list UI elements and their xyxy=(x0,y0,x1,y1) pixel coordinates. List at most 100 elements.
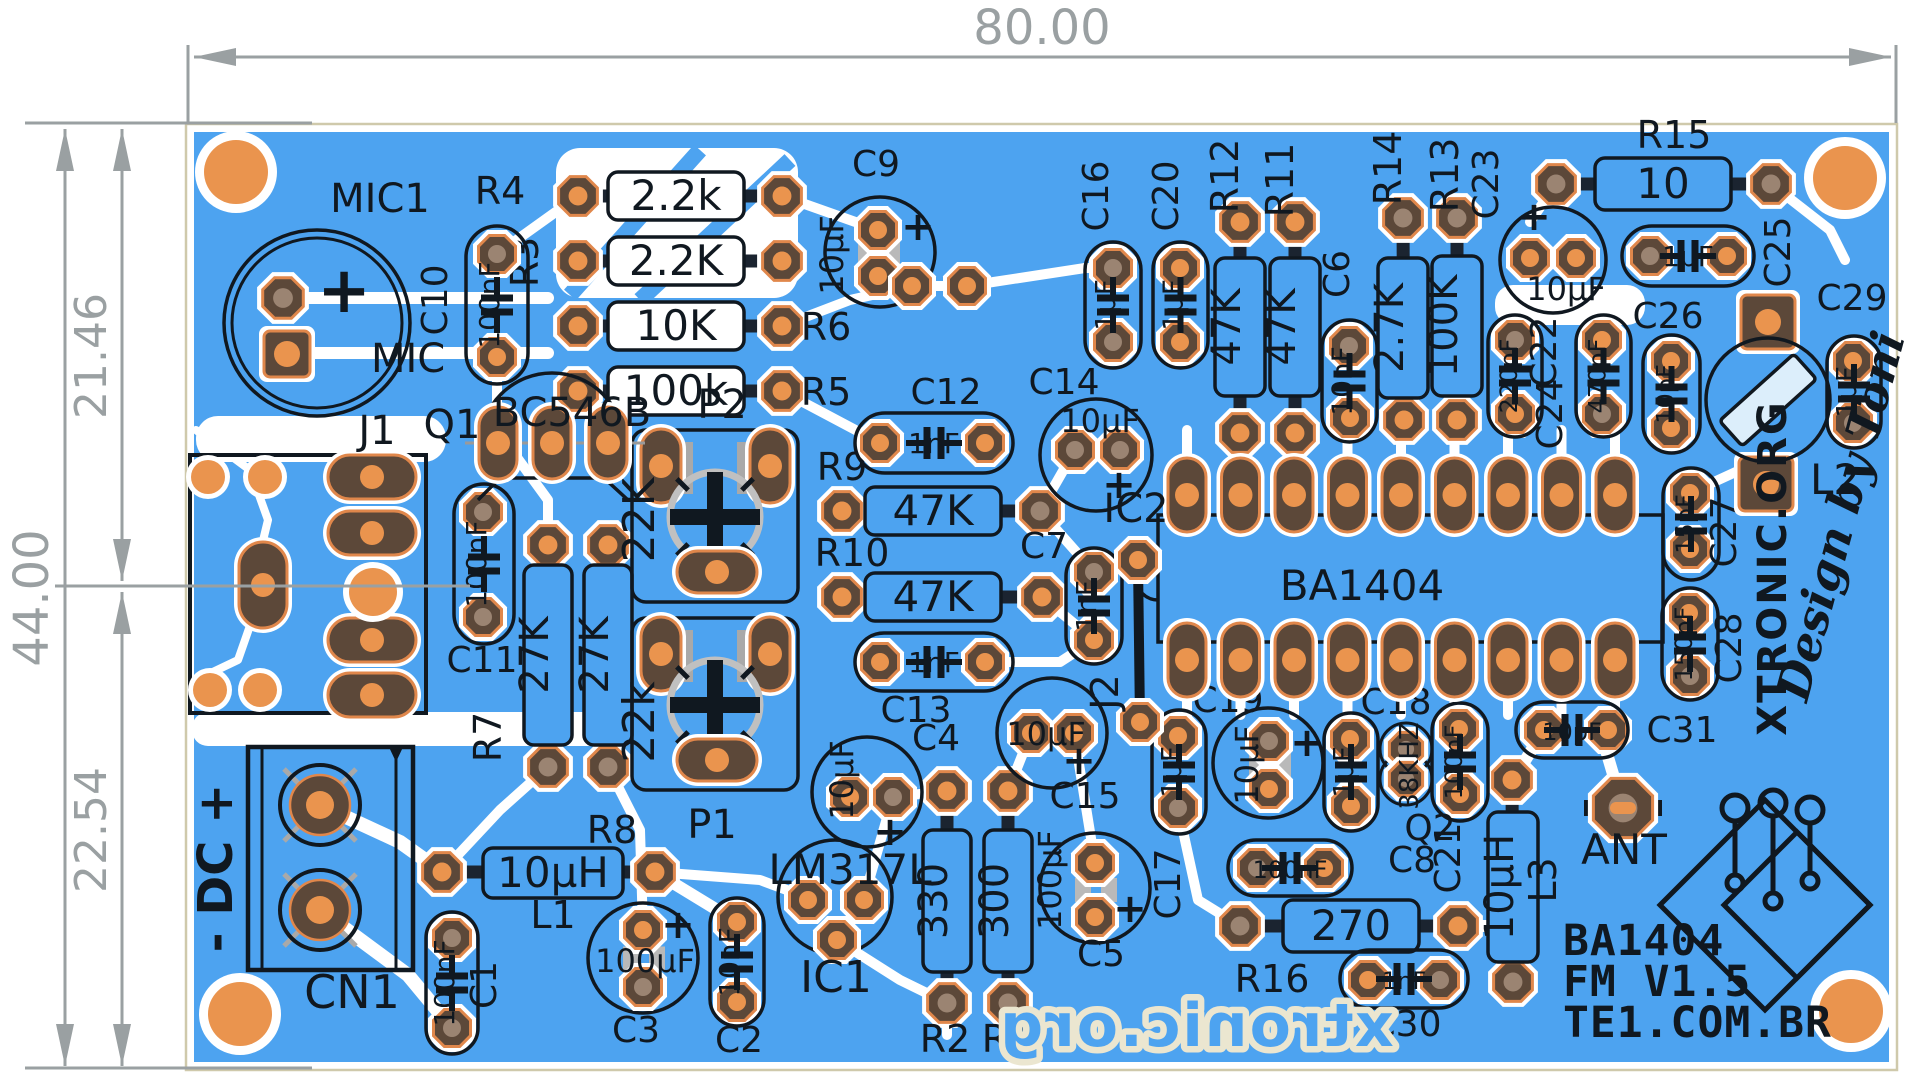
value-label: 1µF xyxy=(1157,279,1190,331)
ref-label: R10 xyxy=(815,531,890,575)
ref-label: C3 xyxy=(612,1010,660,1051)
comp-ANT: ANT xyxy=(1581,772,1667,874)
ref-label: R16 xyxy=(1235,957,1310,1001)
ref-label: R8 xyxy=(587,808,638,852)
value-label: 10K xyxy=(636,301,718,350)
value-label: 47K xyxy=(893,486,975,535)
value-label: 270 xyxy=(1311,901,1391,950)
ref-label: R5 xyxy=(801,370,852,414)
board-title-line2: FM V1.5 xyxy=(1563,957,1751,1007)
board-title-line1: BA1404 xyxy=(1563,916,1724,966)
ref-label: C1 xyxy=(464,961,505,1009)
value-label: 10pF xyxy=(1542,718,1602,746)
polarity-mark: + xyxy=(1102,462,1136,508)
ref-label: C11 xyxy=(447,640,518,681)
site-logo xyxy=(1656,787,1874,1014)
polarity-mark: + xyxy=(1290,720,1324,766)
part-label: BA1404 xyxy=(1280,561,1444,610)
value-label: 10µF xyxy=(813,215,851,294)
value-label: 1µF xyxy=(1089,279,1122,331)
ref-label: L2 xyxy=(1810,455,1860,504)
value-label: 15pF xyxy=(1671,494,1699,554)
mounting-holes xyxy=(195,131,1892,1055)
ref-label: C9 xyxy=(852,144,900,185)
value-label: 220pF xyxy=(1495,339,1523,414)
polarity-mark: + xyxy=(901,204,935,250)
ref-label: R6 xyxy=(801,305,852,349)
ref-label: C15 xyxy=(1050,776,1121,817)
ref-label: C25 xyxy=(1758,217,1799,288)
ref-label: C16 xyxy=(1076,161,1117,232)
value-label: 2.7K xyxy=(1367,281,1413,373)
ref-label: R1 xyxy=(982,1017,1033,1061)
ref-label: C28 xyxy=(1709,613,1750,684)
ref-label: ANT xyxy=(1581,825,1667,874)
value-label: 22K xyxy=(614,476,665,562)
part-label: LM317L xyxy=(768,845,932,894)
ref-label: L3 xyxy=(1521,857,1565,902)
part-label: BC546B xyxy=(493,390,651,436)
comp-CN1: CN1- DC + xyxy=(188,744,416,1019)
ref-label: R15 xyxy=(1637,113,1712,157)
value-label: 100nF xyxy=(428,939,461,1026)
value-label: 10nF xyxy=(1326,346,1359,415)
comp-IC2: BA1404 IC2 xyxy=(1103,453,1665,702)
value-label: 100nF xyxy=(460,520,493,607)
comp-J1: J1 xyxy=(186,408,428,722)
ref-label: R11 xyxy=(1258,143,1302,218)
value-label: 10µH xyxy=(497,848,609,897)
comp-J2: J2 xyxy=(1083,536,1164,746)
value-label: 22k xyxy=(614,681,665,763)
ref-label: P2 xyxy=(697,382,747,428)
ref-label: C26 xyxy=(1633,296,1704,337)
value-label: 10pF xyxy=(1652,364,1680,424)
value-label: 1nF xyxy=(1382,967,1426,995)
value-label: 2.2k xyxy=(630,171,722,220)
comp-C26: 10pF C26 xyxy=(1633,296,1704,455)
polarity-mark: + xyxy=(317,254,371,328)
ref-label: C4 xyxy=(912,718,960,759)
ref-label: Q1 xyxy=(424,402,481,448)
ref-label: R14 xyxy=(1366,131,1410,206)
value-label: 10µF xyxy=(1526,270,1605,308)
value-label: 1µF xyxy=(1327,746,1360,798)
ref-label: C23 xyxy=(1466,149,1507,220)
ref-label: J2 xyxy=(1083,674,1127,711)
ref-label: C13 xyxy=(881,690,952,731)
value-label: 100µF xyxy=(595,942,695,980)
value-label: 10µF xyxy=(1006,715,1085,753)
ref-label: R4 xyxy=(475,169,526,213)
comp-R14: 2.7K R14 xyxy=(1366,131,1430,445)
comp-C11: 100nF C11 xyxy=(447,482,518,681)
ref-label: C7 xyxy=(1020,526,1068,567)
polarity-mark: + xyxy=(1062,738,1096,784)
value-label: 1nF xyxy=(908,646,960,679)
polarity-mark: + xyxy=(661,902,695,948)
ref-label: IC2 xyxy=(1103,486,1168,532)
ref-label: L1 xyxy=(530,893,575,937)
polarity-mark: + xyxy=(873,809,907,855)
